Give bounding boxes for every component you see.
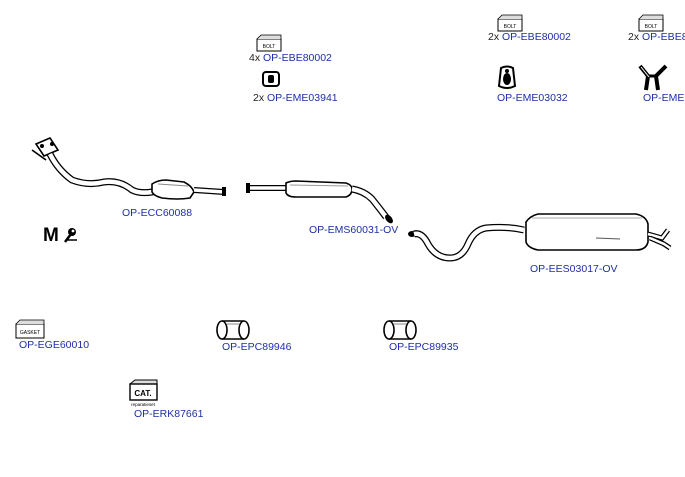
part-label-gasket[interactable]: OP-EGE60010 <box>19 339 89 351</box>
part-code: OP-EBE80002 <box>263 52 332 64</box>
qty: 2x <box>488 31 500 43</box>
bolt-box-text: BOLT <box>645 24 658 30</box>
mounting-instructions-icon[interactable]: M <box>43 224 81 249</box>
cat-box-subtext: reparatieset <box>131 402 156 407</box>
part-label-bolt-b[interactable]: 2x OP-EBE80002 <box>488 31 571 43</box>
bolt-box-text: BOLT <box>263 44 276 50</box>
clamp-icon <box>383 320 417 345</box>
part-code: OP-EME( <box>643 92 685 104</box>
clamp-icon <box>216 320 250 345</box>
gasket-box-text: GASKET <box>20 330 40 336</box>
gasket-icon: GASKET <box>15 319 45 344</box>
bolt-box-icon: BOLT <box>638 14 664 37</box>
part-label-middle-silencer[interactable]: OP-EMS60031-OV <box>309 224 398 236</box>
front-pipe-drawing <box>28 136 233 211</box>
part-code: OP-EBE8 <box>642 31 685 43</box>
rear-silencer-drawing <box>406 208 676 269</box>
part-code: OP-EGE60010 <box>19 339 90 351</box>
part-code: OP-ERK87661 <box>134 408 204 420</box>
qty: 4x <box>249 52 261 64</box>
part-code: OP-EES03017-OV <box>530 263 618 275</box>
qty: 2x <box>628 31 640 43</box>
part-code: OP-EPC89935 <box>389 341 459 353</box>
part-label-clamp-b[interactable]: OP-EPC89935 <box>389 341 458 353</box>
part-label-clamp-a[interactable]: OP-EPC89946 <box>222 341 291 353</box>
part-label-bolt-c[interactable]: 2x OP-EBE8 <box>628 31 685 43</box>
middle-silencer-drawing <box>246 179 398 230</box>
svg-text:M: M <box>43 225 59 246</box>
part-code: OP-EBE80002 <box>502 31 571 43</box>
bolt-box-text: BOLT <box>504 24 517 30</box>
bolt-box-icon: BOLT <box>256 34 282 57</box>
qty: 2x <box>253 92 265 104</box>
rubber-mount-icon <box>262 70 280 93</box>
part-label-repair-kit[interactable]: OP-ERK87661 <box>134 408 203 420</box>
part-label-mount-a[interactable]: 2x OP-EME03941 <box>253 92 338 104</box>
fitting-kit-icon <box>638 64 668 97</box>
part-label-front-pipe[interactable]: OP-ECC60088 <box>122 207 192 219</box>
bolt-box-icon: BOLT <box>497 14 523 37</box>
part-label-bolt-a[interactable]: 4x OP-EBE80002 <box>249 52 332 64</box>
part-code: OP-EMS60031-OV <box>309 224 399 236</box>
part-code: OP-EPC89946 <box>222 341 292 353</box>
part-code: OP-EME03941 <box>267 92 338 104</box>
part-label-mount-b[interactable]: OP-EME03032 <box>497 92 568 104</box>
part-code: OP-EME03032 <box>497 92 568 104</box>
cat-repair-kit-icon: CAT. reparatieset <box>127 378 159 413</box>
part-label-rear-silencer[interactable]: OP-EES03017-OV <box>530 263 618 275</box>
part-label-mount-c[interactable]: OP-EME( <box>643 92 685 104</box>
part-code: OP-ECC60088 <box>122 207 193 219</box>
rubber-mount-icon <box>497 65 517 95</box>
cat-box-text: CAT. <box>134 389 151 398</box>
